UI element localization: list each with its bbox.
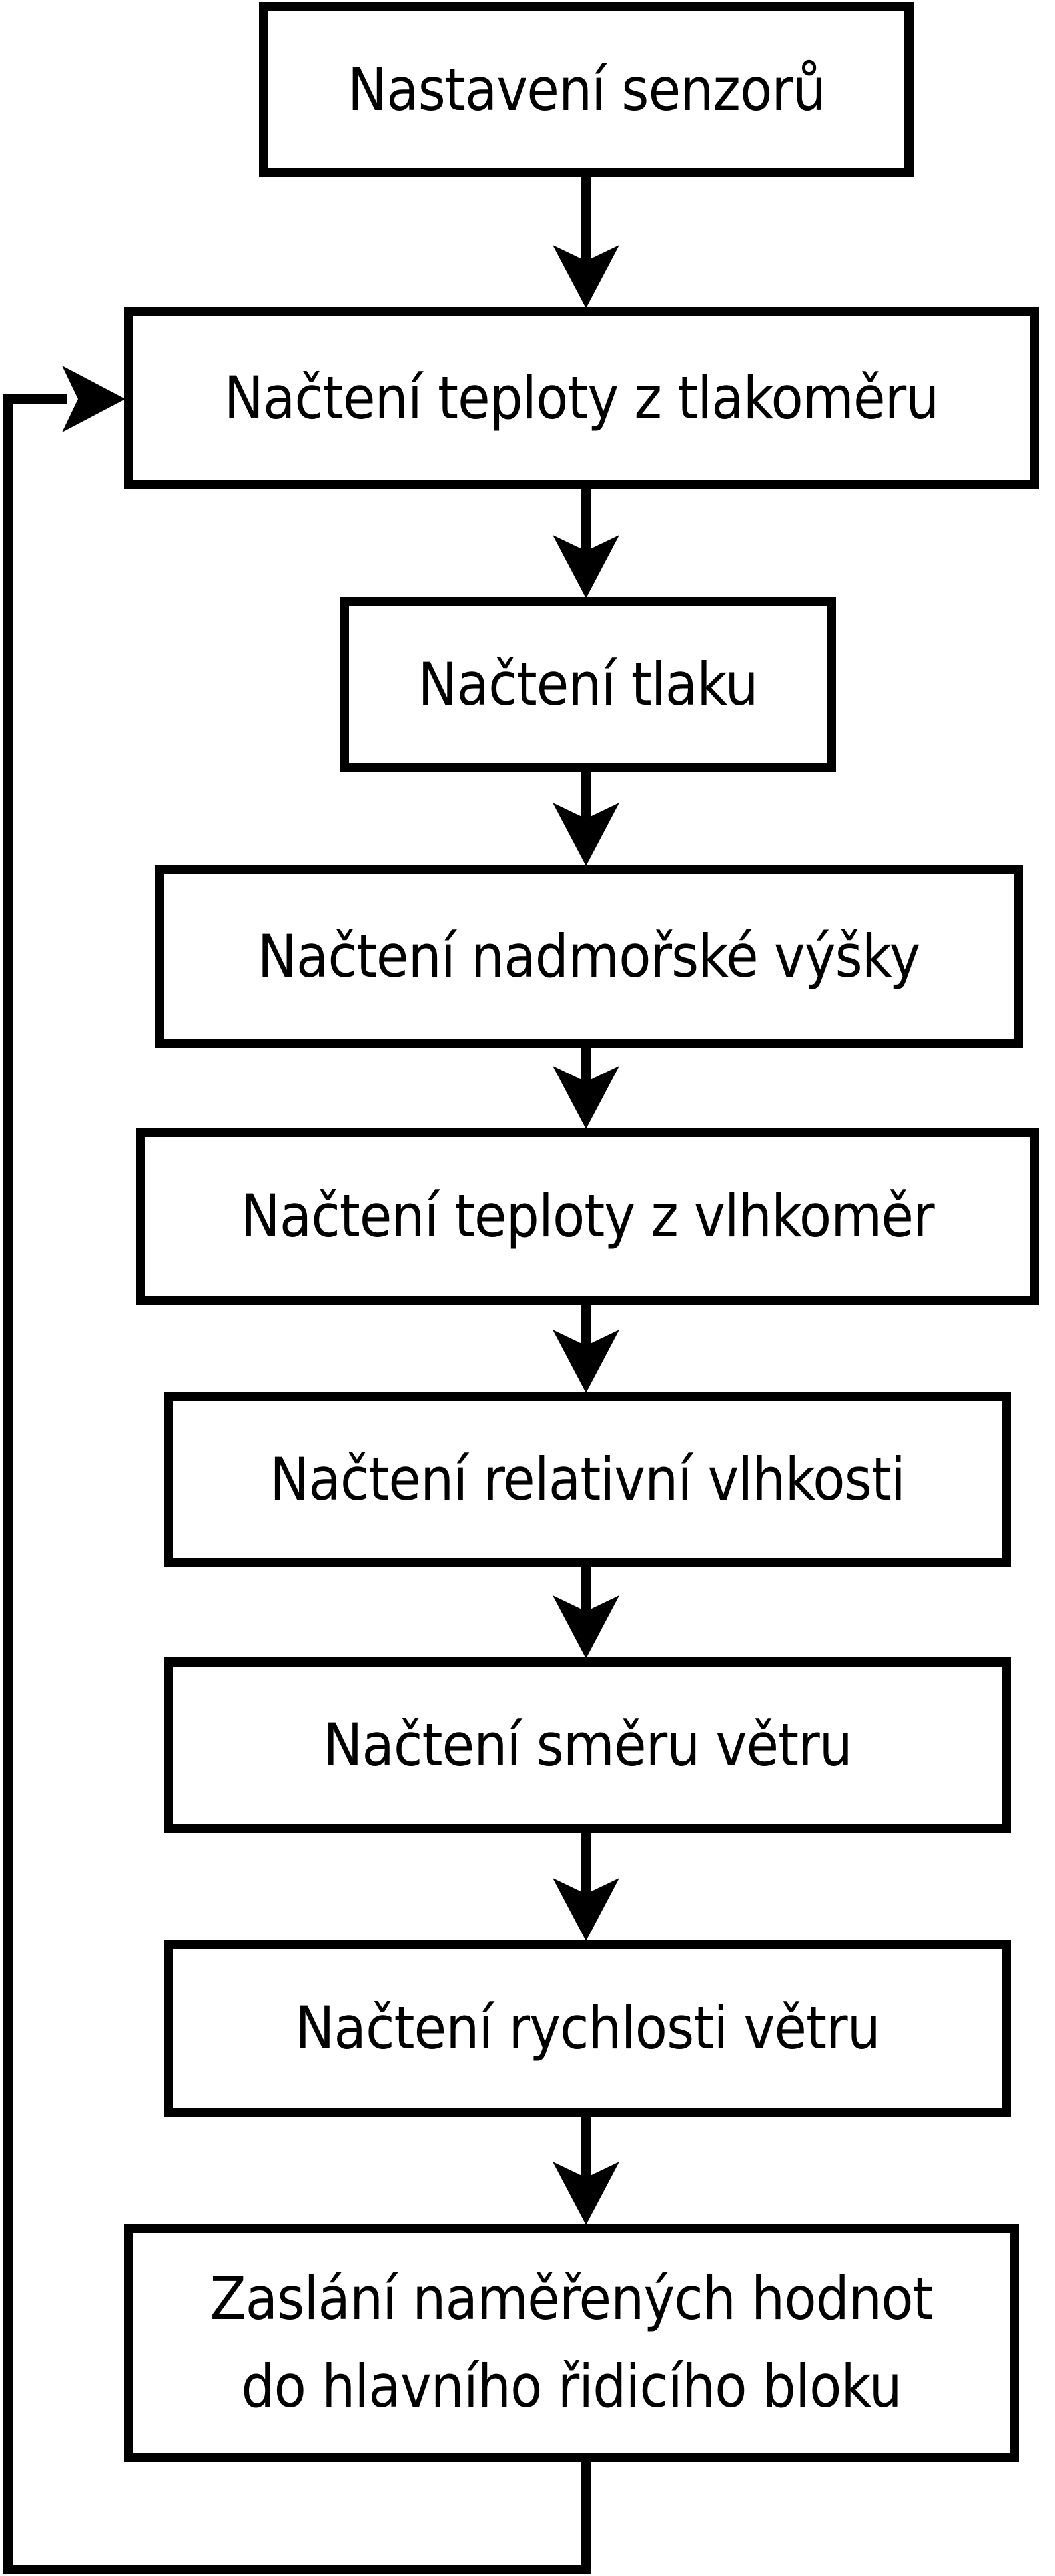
box-label: Načtení rychlosti větru [295,1994,880,2062]
box-zaslani-namerenych-hodnot: Zaslání naměřených hodnot do hlavního ři… [124,2224,1019,2462]
box-nacteni-smeru-vetru: Načtení směru větru [164,1657,1011,1833]
box-label: Načtení tlaku [418,649,758,719]
box-label: Zaslání naměřených hodnot do hlavního ři… [210,2264,933,2421]
loop-back-arrow [3,366,591,2574]
box-label: Nastavení senzorů [347,55,826,124]
box-nacteni-nadmorske-vysky: Načtení nadmořské výšky [155,865,1023,1048]
box-label: Načtení nadmořské výšky [257,921,921,991]
box-label: Načtení směru větru [323,1711,853,1779]
box-nacteni-tlaku: Načtení tlaku [340,597,836,772]
arrow-1 [553,177,619,308]
arrow-8 [553,2117,619,2225]
arrow-2 [553,489,619,598]
box-nacteni-teploty-z-tlakomeru: Načtení teploty z tlakoměru [124,307,1039,489]
box-nacteni-relativni-vlhkosti: Načtení relativní vlhkosti [164,1392,1011,1567]
box-nacteni-teploty-z-vlhkomer: Načtení teploty z vlhkoměr [136,1128,1039,1305]
arrow-6 [553,1567,619,1659]
box-label: Načtení teploty z tlakoměru [224,363,940,432]
arrow-7 [553,1833,619,1941]
arrow-5 [553,1305,619,1393]
arrow-4 [553,1048,619,1129]
arrow-3 [553,772,619,866]
box-label: Načtení relativní vlhkosti [270,1445,906,1513]
box-nastaveni-senzoru: Nastavení senzorů [259,2,914,177]
box-nacteni-rychlosti-vetru: Načtení rychlosti větru [164,1940,1011,2117]
box-label: Načtení teploty z vlhkoměr [240,1182,935,1250]
